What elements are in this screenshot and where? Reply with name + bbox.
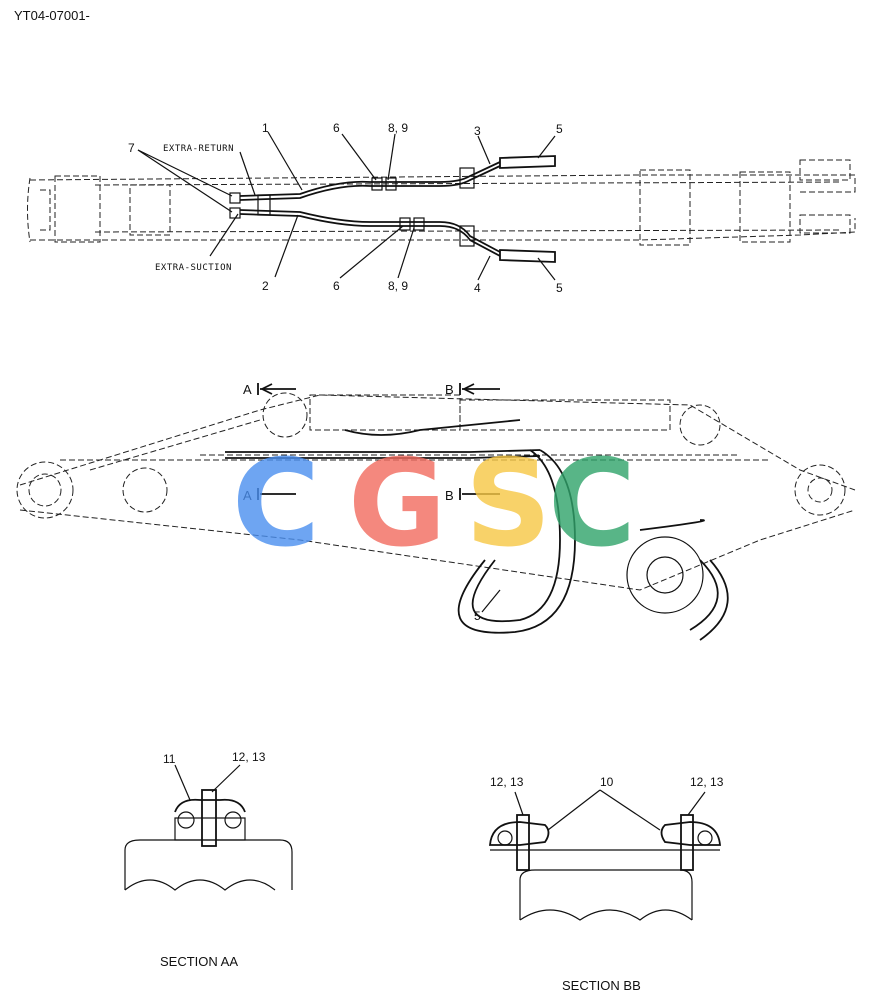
label-12-13-bb-left: 12, 13 — [490, 775, 524, 789]
label-extra-return: EXTRA-RETURN — [163, 144, 234, 154]
label-5-top: 5 — [556, 122, 563, 136]
side-view: A B A B 5 C G S C — [16, 382, 856, 641]
label-6-top: 6 — [333, 121, 340, 135]
label-5-bottom: 5 — [556, 281, 563, 295]
label-2: 2 — [262, 279, 269, 293]
label-10: 10 — [600, 775, 614, 789]
label-6-bottom: 6 — [333, 279, 340, 293]
label-3: 3 — [474, 124, 481, 138]
label-7: 7 — [128, 141, 135, 155]
watermark-letter-4: C — [548, 435, 636, 574]
watermark: C G S C — [232, 435, 636, 574]
section-marker-a-mid: A — [243, 488, 252, 503]
section-bb-title: SECTION BB — [562, 978, 641, 993]
section-aa-title: SECTION AA — [160, 954, 238, 969]
section-marker-b-top: B — [445, 382, 454, 397]
watermark-letter-3: S — [465, 435, 551, 574]
top-view: 7 EXTRA-RETURN 1 6 8, 9 3 5 EXTRA-SUCTIO… — [27, 121, 856, 295]
label-12-13-aa: 12, 13 — [232, 750, 266, 764]
label-5-side: 5 — [474, 609, 481, 623]
section-aa: 11 12, 13 SECTION AA — [124, 750, 293, 969]
section-marker-b-mid: B — [445, 488, 454, 503]
label-8-9-top: 8, 9 — [388, 121, 408, 135]
label-extra-suction: EXTRA-SUCTION — [155, 263, 232, 273]
label-8-9-bottom: 8, 9 — [388, 279, 408, 293]
label-11: 11 — [163, 752, 176, 766]
section-marker-a-top: A — [243, 382, 252, 397]
watermark-letter-2: G — [348, 435, 447, 574]
doc-code: YT04-07001- — [14, 8, 90, 23]
label-4: 4 — [474, 281, 481, 295]
label-12-13-bb-right: 12, 13 — [690, 775, 724, 789]
label-1: 1 — [262, 121, 269, 135]
watermark-letter-1: C — [232, 435, 320, 574]
section-bb: 10 12, 13 12, 13 SECTION BB — [489, 775, 724, 993]
